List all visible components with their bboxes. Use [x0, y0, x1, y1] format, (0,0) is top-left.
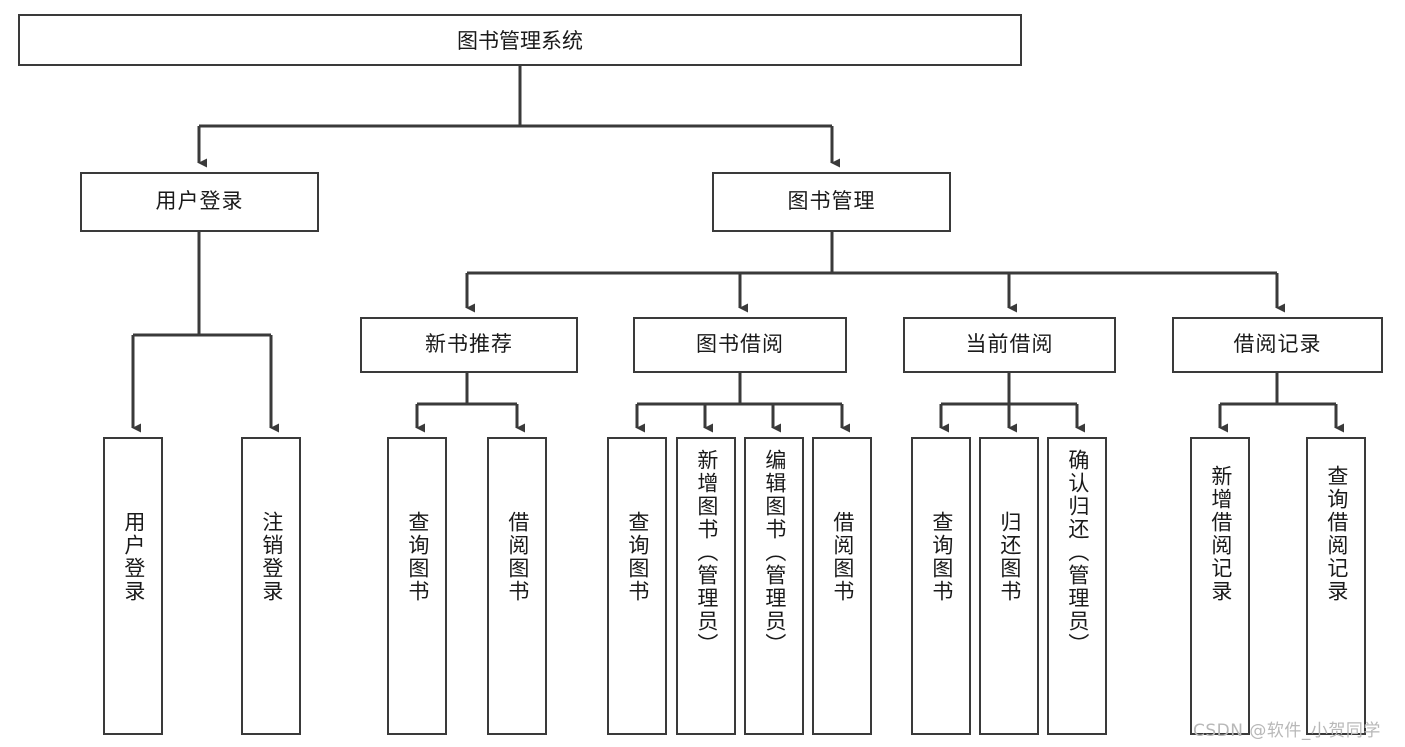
node-label: 查询图书 — [405, 511, 430, 603]
node-label: 确认归还（管理员） — [1065, 449, 1090, 656]
node-root-system[interactable]: 图书管理系统 — [18, 14, 1022, 66]
watermark-label: CSDN @软件_小贺同学 — [1193, 721, 1381, 741]
node-label: 注销登录 — [259, 511, 284, 603]
node-label: 用户登录 — [155, 189, 244, 214]
node-label: 图书管理系统 — [457, 29, 583, 53]
leaf-current-query-book[interactable]: 查询图书 — [911, 437, 971, 735]
node-label: 编辑图书（管理员） — [762, 449, 787, 656]
node-user-login[interactable]: 用户登录 — [80, 172, 319, 232]
leaf-current-return-book[interactable]: 归还图书 — [979, 437, 1039, 735]
node-label: 新增图书（管理员） — [694, 449, 719, 656]
leaf-record-add-record[interactable]: 新增借阅记录 — [1190, 437, 1250, 735]
node-new-book-recommend[interactable]: 新书推荐 — [360, 317, 578, 373]
leaf-recommend-query-book[interactable]: 查询图书 — [387, 437, 447, 735]
leaf-recommend-borrow-book[interactable]: 借阅图书 — [487, 437, 547, 735]
node-label: 用户登录 — [121, 511, 146, 603]
leaf-user-login-login[interactable]: 用户登录 — [103, 437, 163, 735]
node-book-management[interactable]: 图书管理 — [712, 172, 951, 232]
node-label: 图书管理 — [787, 189, 876, 214]
leaf-borrow-borrow-book[interactable]: 借阅图书 — [812, 437, 872, 735]
leaf-borrow-add-book-admin[interactable]: 新增图书（管理员） — [676, 437, 736, 735]
node-label: 当前借阅 — [965, 332, 1054, 357]
node-label: 新增借阅记录 — [1208, 465, 1233, 603]
leaf-record-query-record[interactable]: 查询借阅记录 — [1306, 437, 1366, 735]
node-label: 图书借阅 — [696, 332, 784, 357]
node-label: 借阅记录 — [1233, 332, 1322, 357]
node-current-borrow[interactable]: 当前借阅 — [903, 317, 1116, 373]
node-book-borrow[interactable]: 图书借阅 — [633, 317, 847, 373]
node-label: 归还图书 — [997, 511, 1022, 603]
leaf-current-confirm-return-admin[interactable]: 确认归还（管理员） — [1047, 437, 1107, 735]
leaf-borrow-edit-book-admin[interactable]: 编辑图书（管理员） — [744, 437, 804, 735]
node-label: 借阅图书 — [830, 511, 855, 603]
leaf-borrow-query-book[interactable]: 查询图书 — [607, 437, 667, 735]
leaf-user-login-logout[interactable]: 注销登录 — [241, 437, 301, 735]
node-label: 查询借阅记录 — [1324, 465, 1349, 603]
node-label: 新书推荐 — [425, 332, 513, 357]
node-label: 借阅图书 — [505, 511, 530, 603]
node-borrow-record[interactable]: 借阅记录 — [1172, 317, 1383, 373]
node-label: 查询图书 — [625, 511, 650, 603]
node-label: 查询图书 — [929, 511, 954, 603]
